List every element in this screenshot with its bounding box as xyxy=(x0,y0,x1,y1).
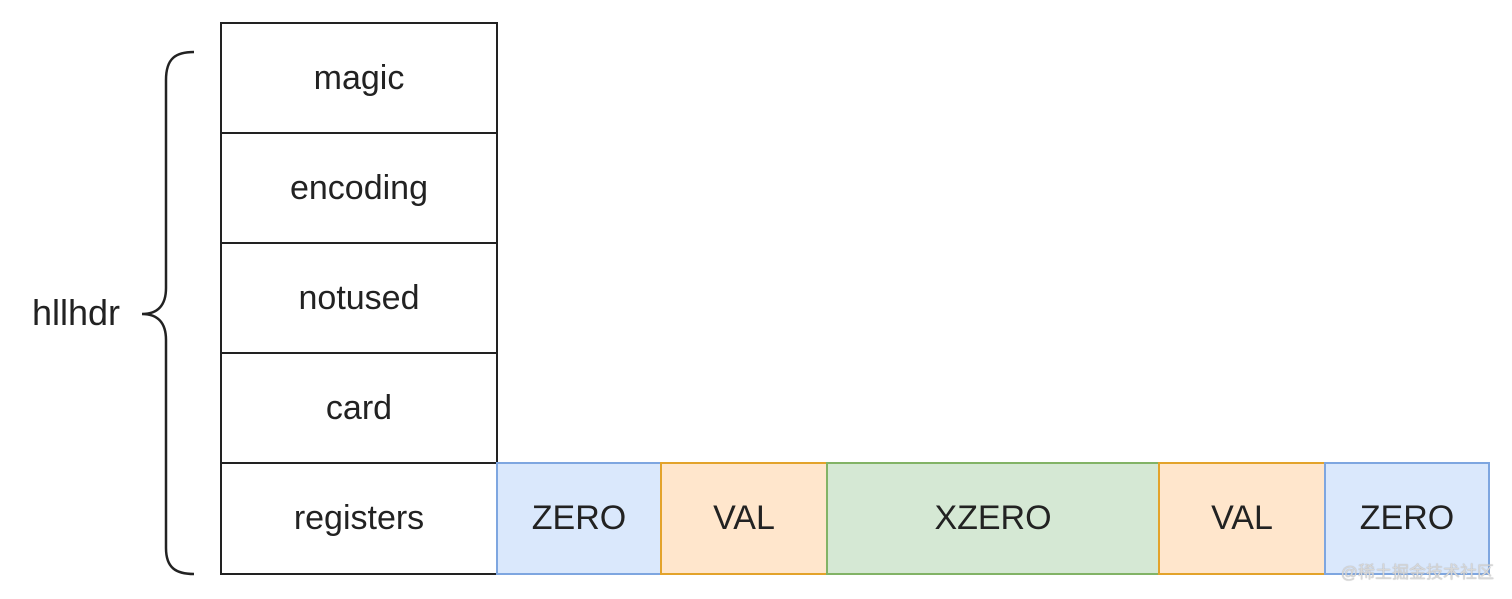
hllhdr-label: hllhdr xyxy=(32,292,121,333)
register-xzero: XZERO xyxy=(826,462,1160,575)
field-registers: registers xyxy=(220,462,498,575)
curly-brace-icon xyxy=(141,50,195,576)
field-magic: magic xyxy=(220,22,498,134)
field-notused: notused xyxy=(220,242,498,354)
field-encoding: encoding xyxy=(220,132,498,244)
field-card: card xyxy=(220,352,498,464)
register-val: VAL xyxy=(1158,462,1326,575)
register-zero: ZERO xyxy=(1324,462,1490,575)
register-val: VAL xyxy=(660,462,828,575)
register-zero: ZERO xyxy=(496,462,662,575)
watermark: @稀土掘金技术社区 xyxy=(1340,563,1494,582)
